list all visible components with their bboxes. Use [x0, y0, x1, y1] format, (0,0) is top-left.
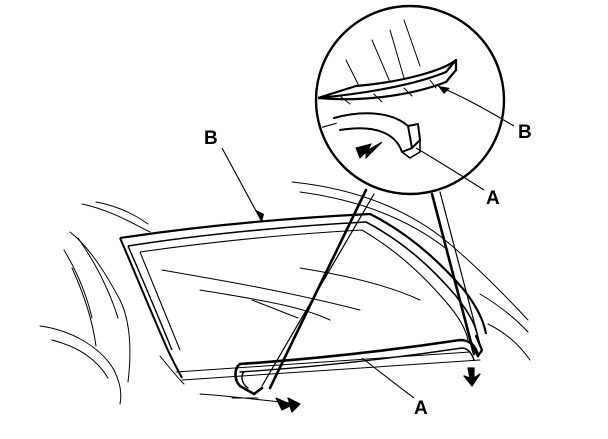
label-b-main: B — [204, 128, 218, 149]
windshield-frame — [119, 212, 488, 379]
detail-inset — [314, 4, 506, 196]
car-body-outline — [39, 181, 531, 405]
label-a-inset: A — [486, 188, 500, 209]
detail-leaders — [261, 188, 483, 390]
pull-arrow-right-icon — [463, 367, 481, 387]
leader-arrowhead — [256, 210, 264, 222]
pull-arrow-icon — [355, 141, 383, 160]
label-b-inset: B — [518, 122, 532, 143]
label-a-bottom: A — [414, 398, 428, 419]
pull-arrow-left-icon — [275, 397, 301, 413]
leader-arrowhead — [438, 86, 450, 94]
